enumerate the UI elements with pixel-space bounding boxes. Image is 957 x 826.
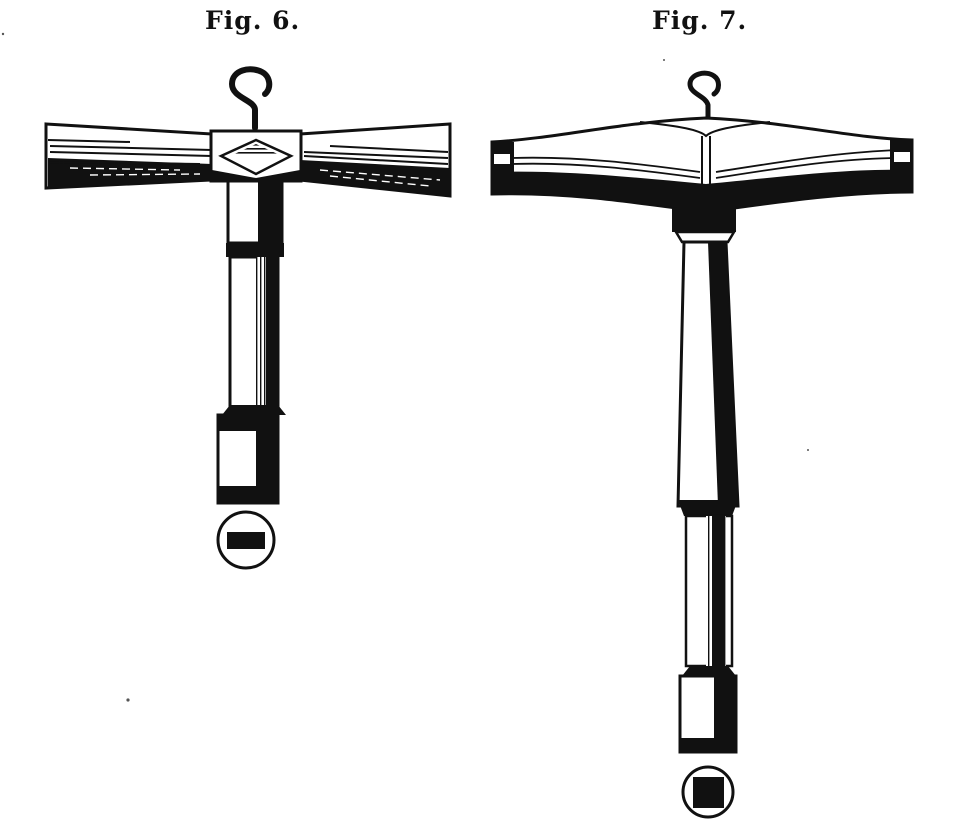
left-end-cap: [492, 142, 514, 194]
right-end-cap: [890, 140, 912, 192]
socket: [216, 405, 286, 505]
tapered-shaft: [676, 240, 740, 516]
crossbar: [490, 116, 914, 214]
shaft-lower: [228, 255, 280, 409]
figure-7-key: [490, 70, 914, 819]
crossbar-left-grip: [44, 122, 214, 190]
hook-icon: [228, 66, 273, 131]
diamond-hub: [209, 129, 303, 183]
scan-specks: [1, 32, 809, 702]
shaft-upper: [226, 179, 284, 257]
lower-shaft: [684, 514, 734, 668]
crossbar-right-grip: [298, 122, 452, 198]
socket-profile-rectangle-icon: [216, 510, 276, 570]
socket-profile-square-icon: [681, 765, 735, 819]
figure-6-caption: Fig. 6.: [205, 6, 301, 35]
figure-7-caption: Fig. 7.: [652, 6, 748, 35]
socket: [678, 666, 738, 754]
neck-collar: [672, 208, 737, 244]
figure-6-key: [44, 66, 452, 570]
hook-icon: [687, 70, 721, 125]
